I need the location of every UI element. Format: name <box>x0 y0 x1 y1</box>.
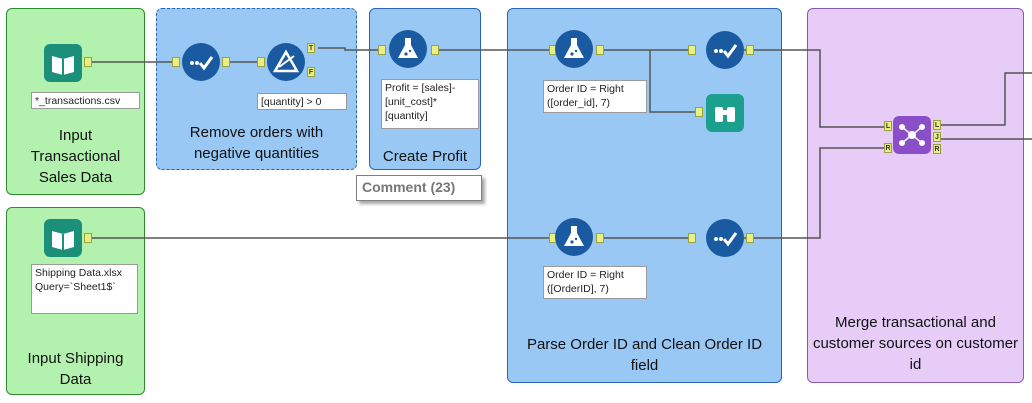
output-anchor[interactable] <box>84 57 92 67</box>
container-title-remove-orders: Remove orders with negative quantities <box>189 124 324 162</box>
container-title-parse-order: Parse Order ID and Clean Order ID field <box>526 336 763 374</box>
binoculars-icon <box>715 107 735 122</box>
join-right-input-anchor[interactable]: R <box>884 143 892 153</box>
output-anchor[interactable] <box>746 233 754 243</box>
annotation-shipping-file: Shipping Data.xlsx Query=`Sheet1$` <box>31 264 138 314</box>
container-title-merge: Merge transactional and customer sources… <box>812 314 1019 373</box>
input-data-tool-shipping[interactable] <box>44 219 82 257</box>
select-tool-bottom[interactable] <box>706 219 744 257</box>
checkmark-dots-icon <box>190 56 214 71</box>
checkmark-dots-icon <box>714 232 738 247</box>
container-remove-orders[interactable] <box>156 8 357 170</box>
network-join-icon <box>899 124 925 146</box>
book-icon <box>52 56 74 75</box>
filter-tool[interactable] <box>267 43 305 81</box>
formula-tool-order-id-bottom[interactable] <box>555 218 593 256</box>
comment-box[interactable]: Comment (23) <box>356 175 482 201</box>
join-right-output-anchor[interactable]: R <box>933 144 941 154</box>
container-title-input-shipping: Input Shipping Data <box>27 350 124 388</box>
formula-tool-order-id-top[interactable] <box>555 30 593 68</box>
flask-icon <box>398 38 418 58</box>
input-anchor[interactable] <box>378 45 386 55</box>
annotation-order-id-bottom: Order ID = Right ([OrderID], 7) <box>543 266 647 299</box>
filter-triangle-icon <box>272 49 300 73</box>
join-left-input-anchor[interactable]: L <box>884 121 892 131</box>
annotation-profit-formula: Profit = [sales]-[unit_cost]*[quantity] <box>381 79 479 129</box>
output-anchor[interactable] <box>596 233 604 243</box>
annotation-order-id-top: Order ID = Right ([order_id], 7) <box>543 80 647 113</box>
book-icon <box>52 231 74 250</box>
annotation-filter-expr: [quantity] > 0 <box>257 93 347 110</box>
annotation-transactions-file: *_transactions.csv <box>31 92 140 109</box>
flask-icon <box>564 226 584 246</box>
join-tool[interactable] <box>893 116 931 154</box>
join-left-output-anchor[interactable]: L <box>933 120 941 130</box>
input-anchor[interactable] <box>257 57 265 67</box>
output-anchor[interactable] <box>222 57 230 67</box>
select-tool[interactable] <box>182 43 220 81</box>
input-anchor[interactable] <box>688 45 696 55</box>
output-anchor[interactable] <box>431 45 439 55</box>
select-tool-top[interactable] <box>706 31 744 69</box>
browse-tool[interactable] <box>706 94 744 132</box>
output-anchor[interactable] <box>596 45 604 55</box>
filter-false-anchor[interactable]: F <box>307 67 315 77</box>
filter-true-anchor[interactable]: T <box>307 43 315 53</box>
input-anchor[interactable] <box>695 107 703 117</box>
output-anchor[interactable] <box>84 233 92 243</box>
input-anchor[interactable] <box>688 233 696 243</box>
checkmark-dots-icon <box>714 44 738 59</box>
formula-tool-profit[interactable] <box>389 30 427 68</box>
join-output-anchor[interactable]: J <box>933 132 941 142</box>
output-anchor[interactable] <box>746 45 754 55</box>
flask-icon <box>564 38 584 58</box>
input-anchor[interactable] <box>172 57 180 67</box>
container-parse-order[interactable] <box>507 8 782 383</box>
container-title-create-profit: Create Profit <box>382 148 468 165</box>
container-title-input-transactional: Input Transactional Sales Data <box>30 127 121 186</box>
input-data-tool-transactions[interactable] <box>44 44 82 82</box>
container-merge[interactable] <box>807 8 1024 383</box>
